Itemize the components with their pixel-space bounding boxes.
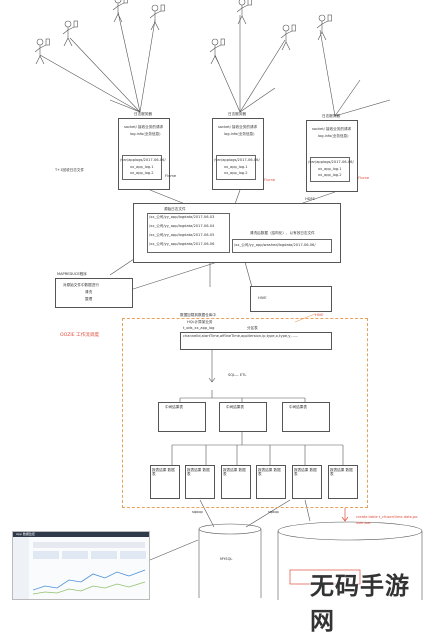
dashboard-stat-card bbox=[91, 551, 117, 559]
partition-label: 分区表 bbox=[247, 326, 258, 330]
dashboard-stat-card bbox=[120, 551, 146, 559]
user-figure-icon bbox=[34, 38, 50, 65]
watermark-logo: 无码手游网 bbox=[310, 572, 410, 635]
diagram-lines bbox=[34, 0, 423, 600]
mapreduce-label: MAPREDUCE程序 bbox=[57, 272, 87, 276]
dashboard-topbar bbox=[13, 532, 149, 537]
washed-path: /xx_公司/yy_app/washed/logdata/2017-06-06/ bbox=[234, 243, 316, 247]
log-file-2: xx_app_log.2 bbox=[130, 171, 154, 175]
result-table-label: 报表结果 数据表 bbox=[152, 468, 175, 477]
raw-file-1: /xx_公司/yy_app/logdata/2017-06-03 bbox=[149, 215, 215, 219]
oozie-frame bbox=[122, 318, 368, 508]
hive-note: 数据加载到数据仓库中 bbox=[180, 313, 216, 317]
flume-label: Flume bbox=[358, 176, 370, 180]
mapreduce-line1: 对原始文件中数据进行 bbox=[63, 283, 99, 287]
mid-table-1 bbox=[158, 402, 206, 432]
log-server-line1: socket/ 接收业务的请求 bbox=[218, 125, 258, 129]
result-table-label: 报表结果 数据表 bbox=[223, 468, 246, 477]
mapreduce-box bbox=[55, 278, 133, 308]
log-path: /var/applogs/2017-06-06/ bbox=[120, 158, 166, 162]
result-table-4 bbox=[256, 465, 286, 499]
mapreduce-line3: 整理 bbox=[85, 297, 93, 301]
result-table-2 bbox=[185, 465, 215, 499]
log-file-2: xx_app_log.2 bbox=[318, 173, 342, 177]
hive-label: HIVE bbox=[315, 313, 324, 317]
fields-box bbox=[180, 332, 332, 350]
result-table-5 bbox=[292, 465, 322, 499]
log-path-box bbox=[216, 155, 256, 180]
log-server-3: 日志服务器 socket/ 接收业务的请求 log.info(业务信息) /va… bbox=[306, 114, 369, 192]
log-file-1: xx_app_log.1 bbox=[130, 165, 154, 169]
create-note-2: user,bar bbox=[356, 521, 371, 525]
log-path-box bbox=[122, 155, 162, 180]
flume-label: Flume bbox=[264, 178, 276, 182]
dashboard-title: App 数据监控 bbox=[16, 532, 35, 536]
dashboard-stat-card bbox=[62, 551, 88, 559]
log-file-2: xx_app_log.2 bbox=[224, 171, 248, 175]
oozie-label: OOZIE 工作流调度 bbox=[60, 333, 100, 338]
user-figure-icon bbox=[316, 14, 332, 41]
result-table-label: 报表结果 数据表 bbox=[258, 468, 281, 477]
table-label: t_ods_xx_app_log bbox=[183, 326, 215, 330]
log-server-line2: log.info(业务信息) bbox=[130, 132, 161, 136]
result-table-6 bbox=[328, 465, 358, 499]
dashboard-sidebar bbox=[13, 537, 29, 599]
result-table-label: 报表结果 数据表 bbox=[187, 468, 210, 477]
log-file-1: xx_app_log.1 bbox=[318, 167, 342, 171]
side-note: T+1回收日志文件 bbox=[55, 168, 85, 172]
raw-files-box bbox=[147, 213, 230, 253]
mid-table-label: 中间结果表 bbox=[165, 405, 183, 409]
log-server-title: 日志服务器 bbox=[322, 114, 340, 118]
user-figure-icon bbox=[112, 0, 128, 23]
log-file-1: xx_app_log.1 bbox=[224, 165, 248, 169]
user-figure-icon bbox=[280, 24, 296, 51]
raw-file-2: /xx_公司/yy_app/logdata/2017-06-04 bbox=[149, 224, 215, 228]
etl-label: SQL— ETL bbox=[228, 373, 247, 377]
log-path: /var/applogs/2017-06-06/ bbox=[308, 160, 354, 164]
hdfs-label: HDFS bbox=[305, 197, 315, 201]
mid-table-3 bbox=[282, 402, 330, 432]
raw-file-3: /xx_公司/yy_app/logdata/2017-06-05 bbox=[149, 233, 215, 237]
hive-box-label: HIVE bbox=[258, 296, 267, 300]
fields-line: channelid,startTime,offlineTime,appVersi… bbox=[183, 334, 299, 338]
log-path: /var/applogs/2017-06-06/ bbox=[214, 158, 260, 162]
mid-table-2 bbox=[219, 402, 267, 432]
user-figure-icon bbox=[62, 20, 78, 47]
sql-note: HQL计算某业务 bbox=[187, 320, 213, 324]
result-table-1 bbox=[150, 465, 180, 499]
log-server-title: 日志服务器 bbox=[228, 112, 246, 116]
washed-box bbox=[232, 239, 332, 253]
flume-label: Flume bbox=[165, 174, 177, 178]
log-path-box bbox=[310, 157, 350, 182]
sqoop-label-2: sqoop bbox=[268, 510, 279, 514]
user-figure-icon bbox=[236, 0, 252, 25]
log-server-title: 日志服务器 bbox=[134, 112, 152, 116]
result-table-3 bbox=[221, 465, 251, 499]
mysql-label: MYSQL bbox=[220, 557, 233, 561]
sqoop-label-1: sqoop bbox=[192, 510, 203, 514]
dashboard-stat-card bbox=[33, 551, 59, 559]
raw-file-4: /xx_公司/yy_app/logdata/2017-06-06 bbox=[149, 242, 215, 246]
log-server-line1: socket/ 接收业务的请求 bbox=[312, 127, 352, 131]
user-figure-icon bbox=[149, 4, 165, 31]
create-note-1: create table t_cfuser(time date,po bbox=[356, 515, 418, 519]
log-server-line2: log.info(业务信息) bbox=[318, 134, 349, 138]
mid-table-label: 中间结果表 bbox=[226, 405, 244, 409]
log-server-line1: socket/ 接收业务的请求 bbox=[124, 125, 164, 129]
hive-box bbox=[250, 286, 332, 312]
log-server-line2: log.info(业务信息) bbox=[224, 132, 255, 136]
hdfs-title: 源始日志文件 bbox=[164, 207, 186, 211]
dashboard-line-chart bbox=[33, 569, 146, 595]
log-server-2: 日志服务器 socket/ 接收业务的请求 log.info(业务信息) /va… bbox=[212, 112, 275, 190]
dashboard-screenshot: App 数据监控 bbox=[12, 531, 150, 600]
mid-table-label: 中间结果表 bbox=[289, 405, 307, 409]
result-table-label: 报表结果 数据表 bbox=[294, 468, 317, 477]
result-table-label: 报表结果 数据表 bbox=[330, 468, 353, 477]
dashboard-filter-bar bbox=[33, 542, 145, 548]
washed-title: 清洗后数据（结构化），以有效日志文件 bbox=[250, 231, 315, 235]
mapreduce-line2: 清洗 bbox=[85, 290, 93, 294]
log-server-1: 日志服务器 socket/ 接收业务的请求 log.info(业务信息) /va… bbox=[118, 112, 176, 190]
